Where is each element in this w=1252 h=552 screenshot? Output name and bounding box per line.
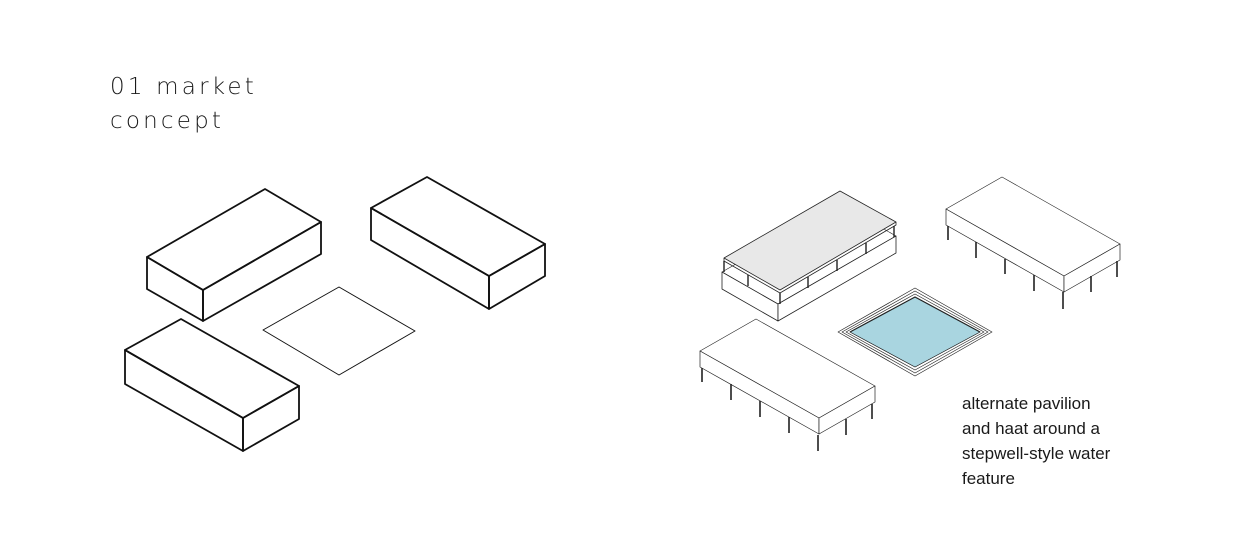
haat-canopy-right: [945, 176, 1121, 309]
haat-canopy-left: [699, 318, 876, 451]
caption-line-2: and haat around a: [962, 419, 1101, 438]
caption-line-4: feature: [962, 469, 1015, 488]
diagram-title: 01 market concept: [110, 70, 257, 138]
pavilion-enclosed: [721, 190, 897, 322]
caption-line-1: alternate pavilion: [962, 394, 1091, 413]
caption-line-3: stepwell-style water: [962, 444, 1111, 463]
open-square-plaza: [262, 286, 416, 376]
block-bottom-left: [124, 318, 300, 452]
block-top-left: [146, 188, 322, 322]
massing-concept: [124, 176, 546, 452]
water-surface: [849, 296, 981, 368]
title-line-2: concept: [110, 108, 225, 134]
concept-caption: alternate pavilion and haat around a ste…: [962, 391, 1162, 491]
pavilion-concept: [699, 176, 1121, 451]
stepwell-water-feature: [837, 287, 993, 377]
title-line-1: 01 market: [110, 74, 258, 100]
block-top-right: [370, 176, 546, 310]
